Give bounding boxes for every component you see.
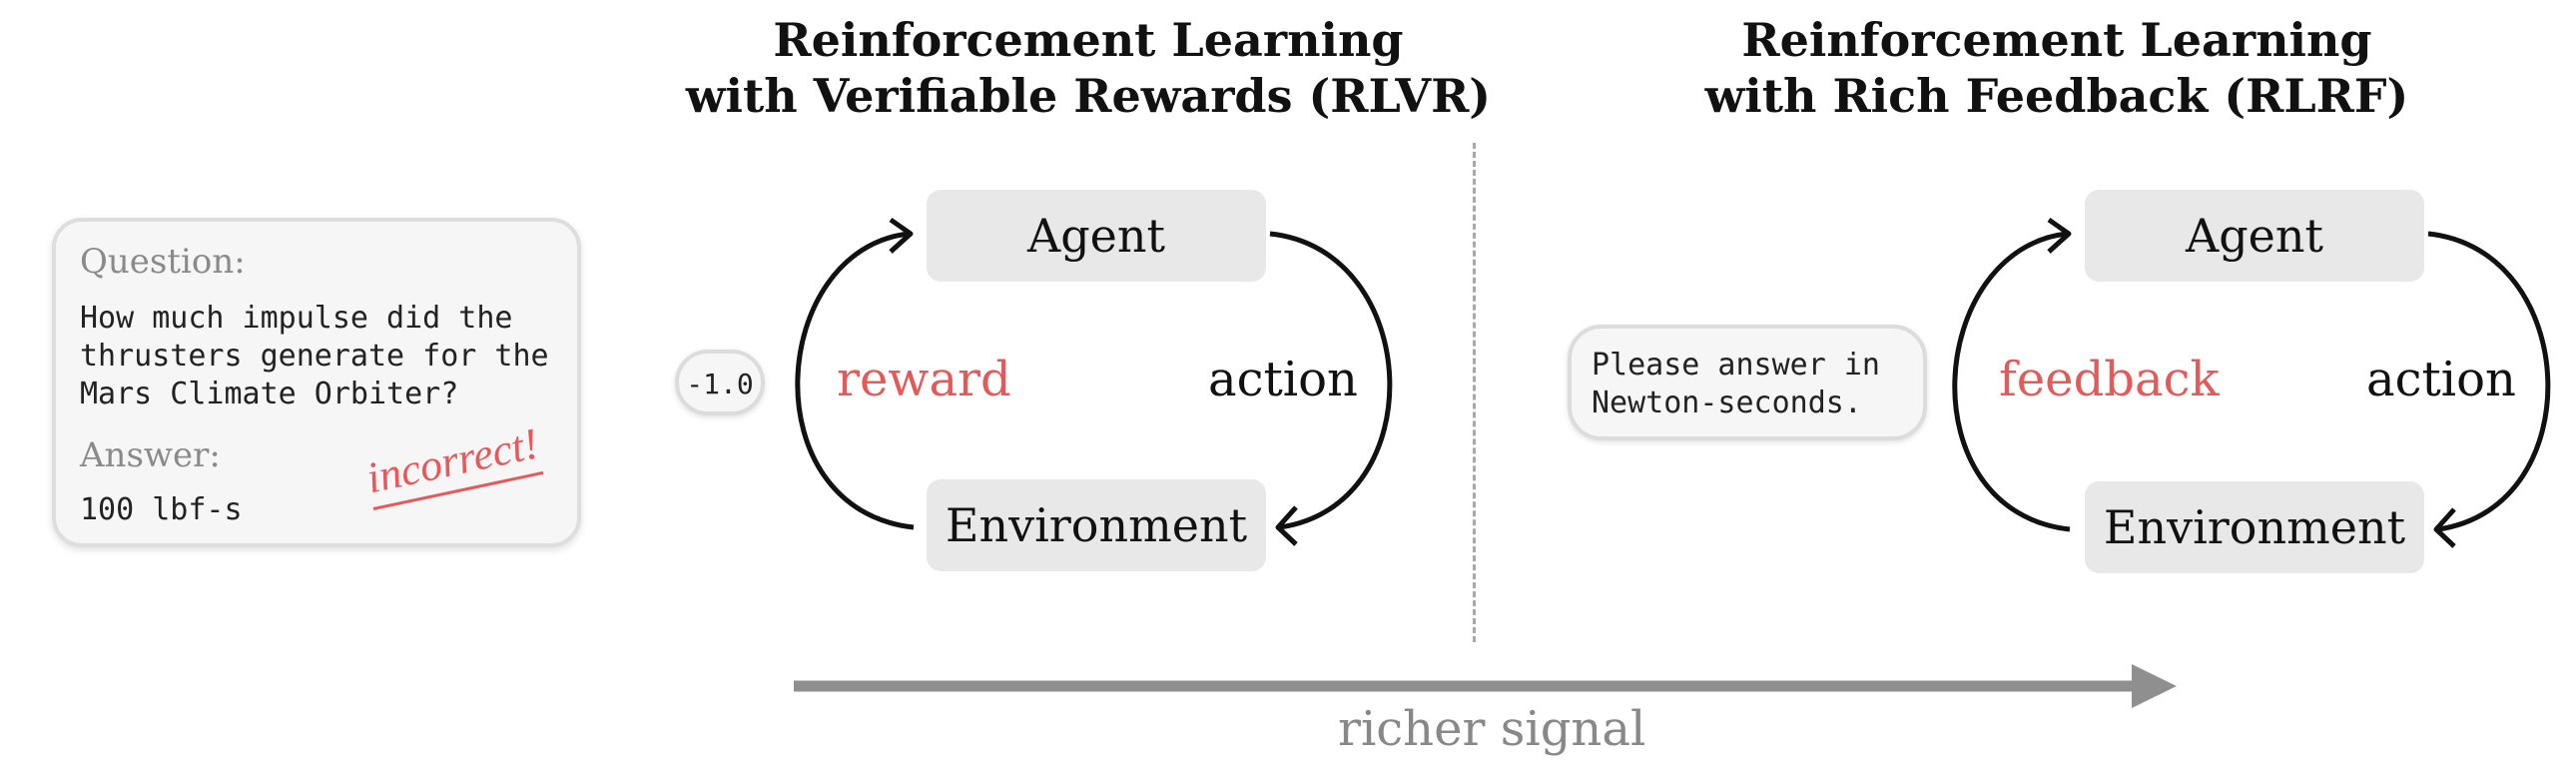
rlrf-feedback-label: feedback [1999,352,2220,407]
rlvr-title: Reinforcement Learning with Verifiable R… [639,12,1538,124]
rlvr-agent-node: Agent [927,190,1266,282]
feedback-text: Please answer in Newton-seconds. [1592,348,1880,420]
rlrf-agent-node: Agent [2085,190,2424,282]
rlrf-feedback-arrow [1952,231,2071,532]
reward-value: -1.0 [686,368,754,400]
rlvr-reward-arrow [795,231,915,530]
answer-text: 100 lbf-s [80,492,243,527]
rlvr-reward-arrowhead [889,217,914,254]
panel-divider [1473,143,1476,642]
rlvr-environment-node: Environment [927,479,1266,571]
rlrf-action-label: action [2366,352,2516,407]
richer-signal-label: richer signal [1338,701,1646,757]
rlrf-action-arrow [2427,231,2551,532]
rlrf-title: Reinforcement Learning with Rich Feedbac… [1608,12,2506,124]
rlrf-title-line-1: Reinforcement Learning [1741,13,2372,67]
rlrf-feedback-arrowhead [2047,217,2072,254]
rlrf-title-line-2: with Rich Feedback (RLRF) [1704,69,2409,123]
rlvr-title-line-1: Reinforcement Learning [773,13,1404,67]
rlvr-title-line-2: with Verifiable Rewards (RLVR) [685,69,1492,123]
question-card: Question: How much impulse did the thrus… [52,218,581,547]
answer-label: Answer: [80,435,221,475]
reward-value-pill: -1.0 [675,350,765,415]
rlvr-action-arrow [1269,231,1393,530]
question-text: How much impulse did the thrusters gener… [80,301,549,411]
rlrf-environment-node: Environment [2085,481,2424,573]
richer-signal-arrowhead [2132,664,2177,708]
rlvr-reward-label: reward [837,352,1011,407]
question-label: Question: [80,242,246,282]
rlvr-action-arrowhead [1275,505,1298,546]
feedback-pill: Please answer in Newton-seconds. [1568,325,1927,440]
rlvr-action-label: action [1208,352,1358,407]
rlrf-action-arrowhead [2433,507,2456,548]
